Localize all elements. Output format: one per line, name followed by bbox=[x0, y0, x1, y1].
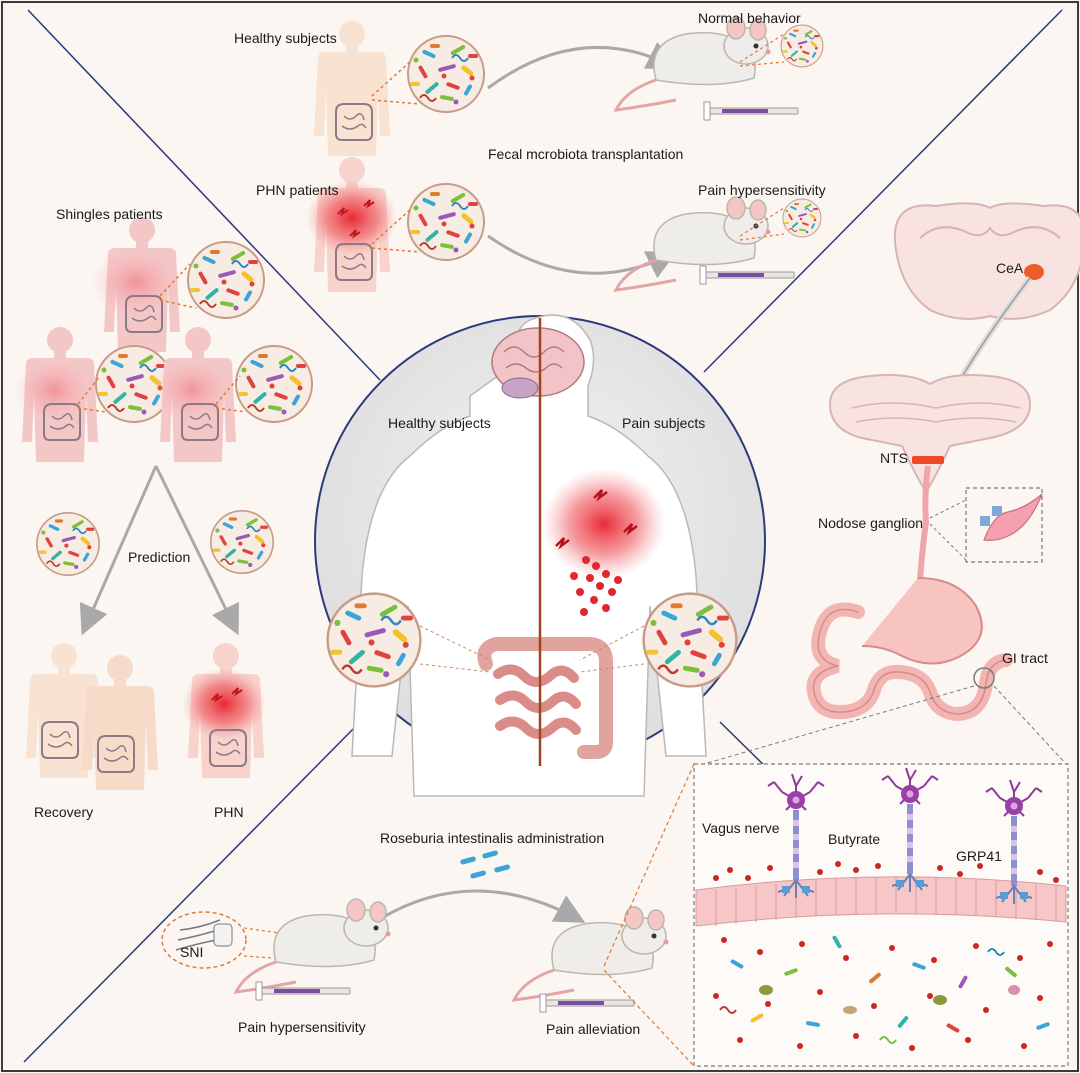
label-prediction: Prediction bbox=[128, 549, 191, 565]
shingles-patient-left bbox=[14, 327, 98, 462]
phn-microbiota-icon bbox=[407, 183, 485, 261]
arrow-to-recovery bbox=[79, 465, 158, 636]
gut-brain-panel bbox=[693, 202, 1080, 1067]
label-healthy-subjects-top: Healthy subjects bbox=[234, 30, 337, 46]
fmt-panel bbox=[306, 15, 824, 292]
label-healthy-subjects-center: Healthy subjects bbox=[388, 415, 491, 431]
shingles-panel bbox=[14, 217, 313, 790]
phn-prediction-microbiota-icon bbox=[210, 510, 274, 574]
label-normal-behavior: Normal behavior bbox=[698, 10, 801, 26]
roseburia-arrow bbox=[371, 889, 586, 926]
divider-top-right bbox=[703, 9, 1063, 373]
label-shingles-patients: Shingles patients bbox=[56, 206, 163, 222]
label-phn: PHN bbox=[214, 804, 244, 820]
fmt-arrow-top bbox=[487, 41, 678, 90]
label-recovery: Recovery bbox=[34, 804, 94, 820]
mouse-microbiota-icon bbox=[780, 24, 824, 68]
label-sni: SNI bbox=[180, 944, 204, 960]
roseburia-panel bbox=[161, 763, 695, 1067]
label-phn-patients: PHN patients bbox=[256, 182, 339, 198]
cea-marker bbox=[1024, 264, 1044, 280]
shingles-patient-top bbox=[90, 217, 182, 352]
arrow-to-phn bbox=[154, 465, 239, 636]
center-panel bbox=[314, 314, 766, 797]
shingles-patient-right bbox=[152, 327, 236, 462]
divider-bottom-left bbox=[23, 721, 361, 1063]
label-cea: CeA bbox=[996, 260, 1024, 276]
label-nts: NTS bbox=[880, 450, 908, 466]
pain-glow bbox=[542, 468, 666, 580]
lumen-bacteria bbox=[719, 935, 1050, 1044]
vagus-route bbox=[917, 465, 931, 581]
roseburia-bacteria-icon bbox=[460, 850, 510, 879]
label-nodose-ganglion: Nodose ganglion bbox=[818, 515, 924, 531]
healthy-gut-microbiota-icon bbox=[326, 592, 422, 688]
center-intestine-icon bbox=[477, 637, 613, 759]
healthy-microbiota-icon bbox=[407, 35, 485, 113]
label-gi-tract: GI tract bbox=[1002, 650, 1048, 666]
label-pain-hypersensitivity-top: Pain hypersensitivity bbox=[698, 182, 826, 198]
label-pain-subjects: Pain subjects bbox=[622, 415, 706, 431]
brain-icon bbox=[491, 327, 585, 399]
label-pain-hypersensitivity-bottom: Pain hypersensitivity bbox=[238, 1019, 366, 1035]
label-butyrate: Butyrate bbox=[828, 831, 881, 847]
sni-nerve-icon bbox=[175, 919, 233, 951]
label-grp41: GRP41 bbox=[956, 848, 1002, 864]
sni-inset bbox=[161, 911, 247, 969]
brain-section-icon bbox=[893, 202, 1080, 320]
butyrate-dots bbox=[713, 861, 1059, 1051]
divider-top-left bbox=[27, 9, 381, 381]
rash-dots bbox=[570, 556, 622, 616]
shingles-microbiota-icon bbox=[187, 241, 265, 319]
pain-gut-microbiota-icon bbox=[642, 592, 738, 688]
phn-outcome-figure bbox=[182, 643, 266, 778]
brainstem-section-icon bbox=[828, 374, 1032, 494]
gi-zoom-circle bbox=[973, 667, 995, 689]
gi-tract-icon bbox=[806, 577, 1013, 722]
phn-patient-figure bbox=[306, 157, 398, 292]
recovery-microbiota-icon bbox=[36, 512, 100, 576]
label-pain-alleviation: Pain alleviation bbox=[546, 1021, 641, 1037]
label-vagus-nerve: Vagus nerve bbox=[702, 820, 780, 836]
label-roseburia: Roseburia intestinalis administration bbox=[380, 830, 605, 846]
nts-marker bbox=[912, 456, 944, 464]
label-fmt: Fecal mcrobiota transplantation bbox=[488, 146, 684, 162]
body-silhouette bbox=[351, 314, 707, 797]
